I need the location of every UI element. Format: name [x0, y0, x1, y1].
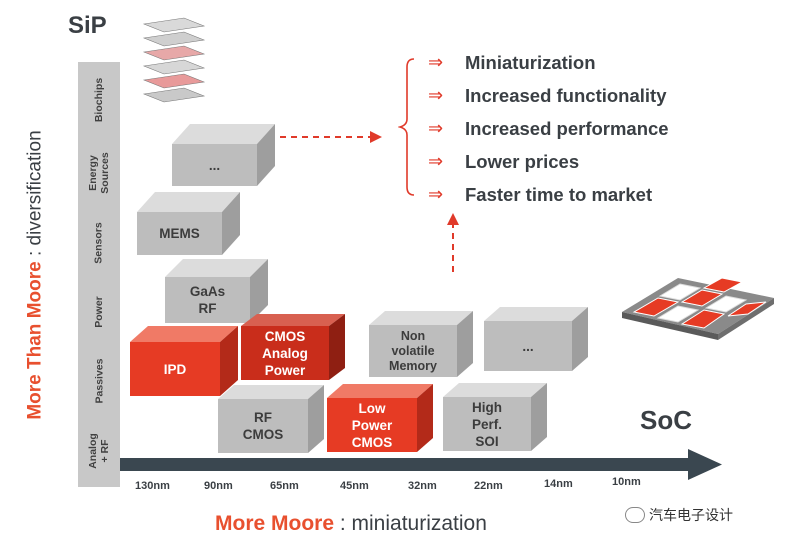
benefit-item: Faster time to market: [465, 183, 653, 205]
benefit-arrow-3: ⇒: [428, 118, 444, 139]
watermark-text: 汽车电子设计: [649, 508, 733, 524]
y-axis-rest: : diversification: [25, 129, 47, 261]
benefit-item: Miniaturization: [465, 51, 596, 73]
benefit-arrow-1: ⇒: [428, 52, 444, 73]
benefits-list: Miniaturization Increased functionality …: [465, 46, 669, 211]
category-biochips: Biochips: [93, 77, 105, 122]
x-axis-highlight: More Moore: [215, 512, 335, 535]
benefit-item: Lower prices: [465, 150, 580, 172]
node-label: 32nm: [408, 480, 437, 492]
node-label: 130nm: [135, 480, 170, 492]
node-label: 65nm: [270, 480, 299, 492]
sip-stack-icon: [142, 17, 206, 103]
soc-label: SoC: [640, 405, 692, 435]
benefit-item: Increased performance: [465, 117, 669, 139]
node-label: 45nm: [340, 480, 369, 492]
cube-nonvolatile-memory: Non volatile Memory: [369, 311, 473, 377]
cube-high-perf-soi: High Perf. SOI: [443, 383, 547, 451]
category-analog-rf: Analog + RF: [87, 433, 111, 469]
benefit-arrow-2: ⇒: [428, 85, 444, 106]
category-energy-sources: Energy Sources: [87, 152, 111, 194]
cube-cmos-analog-power: CMOS Analog Power: [241, 314, 345, 380]
cube-gaas-rf: GaAs RF: [165, 259, 268, 323]
wechat-icon: [625, 507, 645, 523]
dashed-arrow-up: [447, 213, 459, 272]
benefits-bracket: [398, 58, 415, 196]
cube-dots-top: ...: [172, 124, 275, 186]
soc-chip-icon: [622, 277, 774, 340]
y-axis-label: More Than Moore : diversification: [0, 62, 72, 487]
more-moore-arrow: [120, 449, 722, 480]
cube-dots-right: ...: [484, 307, 588, 371]
category-power: Power: [92, 296, 105, 328]
cube-low-power-cmos: Low Power CMOS: [327, 384, 433, 452]
watermark: 汽车电子设计: [625, 505, 733, 525]
node-label: 90nm: [204, 480, 233, 492]
node-label: 22nm: [474, 480, 503, 492]
x-axis-rest: : miniaturization: [334, 512, 487, 535]
benefit-arrow-4: ⇒: [428, 151, 444, 172]
benefit-arrow-5: ⇒: [428, 184, 444, 205]
x-axis-label: More Moore : miniaturization: [215, 512, 487, 536]
category-passives: Passives: [93, 358, 105, 404]
category-bar: Biochips Energy Sources Sensors Power Pa…: [78, 62, 120, 487]
benefit-item: Increased functionality: [465, 84, 667, 106]
cube-rf-cmos: RF CMOS: [218, 385, 324, 453]
node-label: 14nm: [544, 478, 573, 490]
node-label: 10nm: [612, 476, 641, 488]
dashed-arrow-right: [280, 131, 382, 143]
cube-mems: MEMS: [137, 192, 240, 255]
cube-ipd: IPD: [130, 326, 238, 396]
category-sensors: Sensors: [93, 222, 105, 264]
y-axis-highlight: More Than Moore: [25, 260, 47, 420]
sip-label: SiP: [68, 12, 107, 39]
